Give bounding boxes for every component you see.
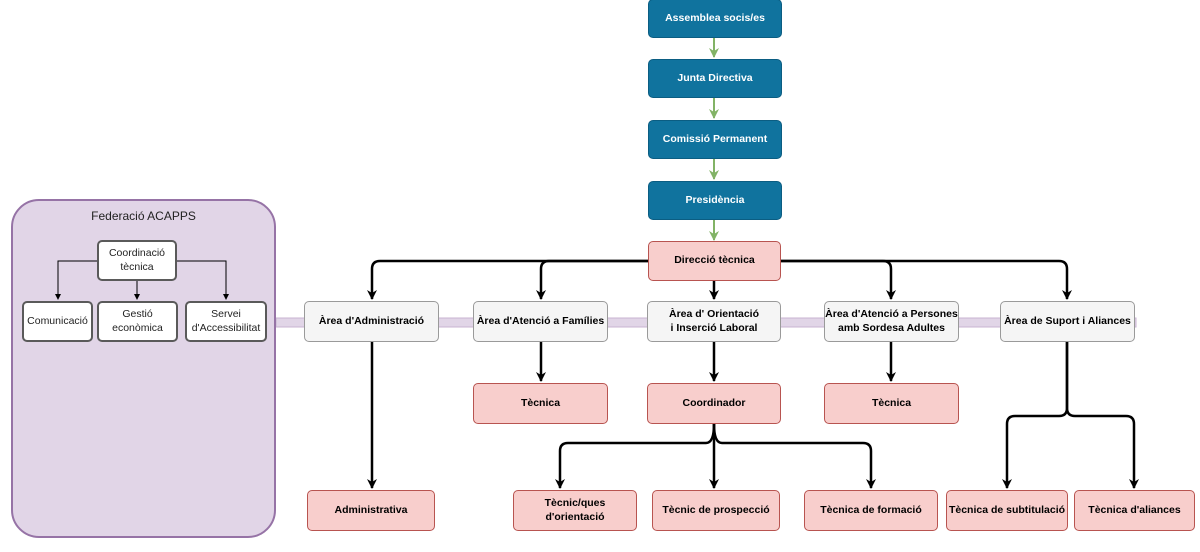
arrow-coordinator-training [712, 423, 876, 489]
area-support-node[interactable]: Àrea de Suport i Aliances [1000, 301, 1135, 342]
prospection-technician-node[interactable]: Tècnic de prospecció [652, 490, 780, 531]
technical-direction-node[interactable]: Direcció tècnica [648, 241, 781, 281]
coordination-node[interactable]: Coordinació tècnica [97, 240, 177, 281]
economic-management-node[interactable]: Gestió econòmica [97, 301, 178, 342]
coordinator-node[interactable]: Coordinador [647, 383, 781, 424]
communication-node[interactable]: Comunicació [22, 301, 93, 342]
area-administration-node[interactable]: Àrea d'Administració [304, 301, 439, 342]
arrow-coordination-communication [55, 260, 97, 300]
arrow-coordination-accessibility [177, 260, 229, 300]
accessibility-service-node[interactable]: Servei d'Accessibilitat [185, 301, 267, 342]
area-adults-node[interactable]: Àrea d'Atenció a Persones amb Sordesa Ad… [824, 301, 959, 342]
arrow-direction-administration [367, 259, 648, 300]
families-technician-node[interactable]: Tècnica [473, 383, 608, 424]
alliances-technician-node[interactable]: Tècnica d'aliances [1074, 490, 1195, 531]
adults-technician-node[interactable]: Tècnica [824, 383, 959, 424]
presidency-node[interactable]: Presidència [648, 181, 782, 220]
assembly-node[interactable]: Assemblea socis/es [648, 0, 782, 38]
area-orientation-node[interactable]: Àrea d' Orientació i Inserció Laboral [647, 301, 781, 342]
area-families-node[interactable]: Àrea d'Atenció a Famílies [473, 301, 608, 342]
arrow-direction-support [781, 259, 1072, 300]
subtitling-technician-node[interactable]: Tècnica de subtitulació [946, 490, 1068, 531]
administrative-node[interactable]: Administrativa [307, 490, 435, 531]
commission-node[interactable]: Comissió Permanent [648, 120, 782, 159]
arrow-support-alliances [1065, 342, 1139, 489]
orientation-technicians-node[interactable]: Tècnic/ques d'orientació [513, 490, 637, 531]
board-node[interactable]: Junta Directiva [648, 59, 782, 98]
federation-title: Federació ACAPPS [91, 209, 196, 223]
training-technician-node[interactable]: Tècnica de formació [804, 490, 938, 531]
arrow-direction-families [536, 259, 648, 300]
